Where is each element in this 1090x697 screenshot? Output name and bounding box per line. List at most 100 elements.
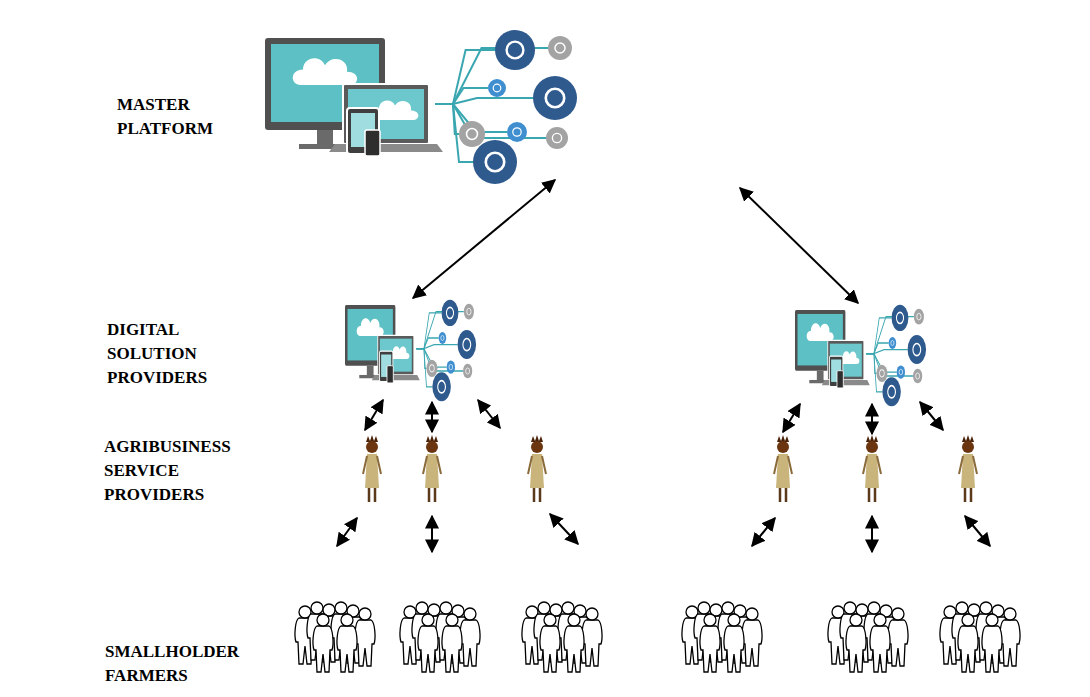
service-icon [442, 300, 459, 326]
service-icon [913, 369, 922, 384]
farmer-head [980, 602, 992, 614]
service-provider-figure [423, 435, 441, 502]
farmer-head [728, 614, 740, 626]
hair [426, 435, 438, 442]
service-glyph [438, 381, 446, 393]
service-glyph [493, 84, 501, 92]
service-icon [914, 309, 924, 325]
farmer-outline [888, 620, 908, 666]
level-label: MASTER PLATFORM [117, 93, 222, 141]
farmer-group [400, 602, 480, 672]
service-icon [495, 30, 535, 70]
service-glyph [916, 373, 920, 379]
farmer-head [722, 602, 734, 614]
arms [423, 456, 441, 474]
service-glyph [513, 128, 521, 136]
farmer-outline [418, 626, 438, 672]
legs [869, 488, 875, 502]
farmer-head [538, 602, 550, 614]
cloud-symbol [293, 58, 357, 85]
farmer-group [940, 602, 1020, 672]
service-glyph [463, 339, 471, 351]
farmer-group [682, 602, 762, 672]
level-label: SMALLHOLDER FARMERS [105, 640, 245, 688]
farmer-group [828, 602, 908, 672]
farmer-head [586, 608, 598, 620]
farmer-head [317, 614, 329, 626]
branch-line [416, 313, 441, 349]
monitor-stand [317, 130, 333, 146]
hair [866, 435, 878, 442]
farmer-outline [442, 626, 462, 672]
service-glyph [467, 129, 478, 140]
service-provider-figure [528, 435, 546, 502]
phone [365, 130, 380, 156]
branch-line [866, 354, 913, 376]
service-icon [882, 377, 900, 406]
service-icon [908, 335, 926, 364]
farmer-head [359, 608, 371, 620]
legs [369, 488, 375, 502]
level-label: AGRIBUSINESS SERVICE PROVIDERS [104, 435, 244, 507]
service-icon [426, 360, 437, 377]
arms [774, 456, 792, 474]
double-arrow [965, 516, 990, 546]
service-icon [889, 337, 897, 349]
farmer-head [1004, 608, 1016, 620]
service-glyph [913, 344, 921, 356]
farmer-head [341, 614, 353, 626]
farmer-outline [313, 626, 333, 672]
service-icon [439, 332, 447, 344]
arms [959, 456, 977, 474]
double-arrow [783, 404, 800, 432]
farmer-head [956, 602, 968, 614]
double-arrow [752, 518, 775, 546]
service-glyph [891, 341, 894, 346]
double-arrow [871, 516, 873, 552]
farmer-head [868, 602, 880, 614]
service-glyph [917, 313, 921, 320]
service-icon [876, 365, 887, 382]
farmer-outline [846, 626, 866, 672]
farmer-outline [870, 626, 890, 672]
branch-line [435, 104, 546, 138]
farmer-head [844, 602, 856, 614]
hair [531, 435, 543, 442]
service-glyph [467, 308, 471, 315]
double-arrow [365, 400, 383, 430]
service-icon [458, 330, 476, 359]
farmer-head [562, 602, 574, 614]
head [866, 441, 878, 453]
head [426, 441, 438, 453]
farmer-head [335, 602, 347, 614]
service-provider-figure [363, 435, 381, 502]
farmer-head [311, 602, 323, 614]
farmer-outline [460, 620, 480, 666]
branch-line [435, 50, 495, 104]
solution-provider-icon [795, 305, 926, 407]
service-provider-figure [863, 435, 881, 502]
service-icon [464, 304, 474, 320]
service-glyph [555, 43, 565, 53]
service-icon [463, 364, 472, 379]
service-glyph [449, 364, 453, 370]
farmer-outline [724, 626, 744, 672]
service-glyph [552, 133, 561, 142]
cloud-symbol [357, 318, 384, 336]
farmer-head [698, 602, 710, 614]
monitor-stand [367, 366, 374, 377]
phone [837, 371, 843, 388]
farmer-group [295, 602, 375, 672]
farmer-head [892, 608, 904, 620]
double-arrow [550, 514, 578, 544]
service-icon [432, 372, 450, 401]
solution-provider-icon [345, 300, 476, 402]
farmer-head [874, 614, 886, 626]
farmer-head [544, 614, 556, 626]
service-glyph [880, 370, 885, 377]
service-glyph [546, 89, 564, 107]
farmer-head [850, 614, 862, 626]
double-arrow [431, 402, 433, 432]
farmer-outline [1000, 620, 1020, 666]
head [962, 441, 974, 453]
